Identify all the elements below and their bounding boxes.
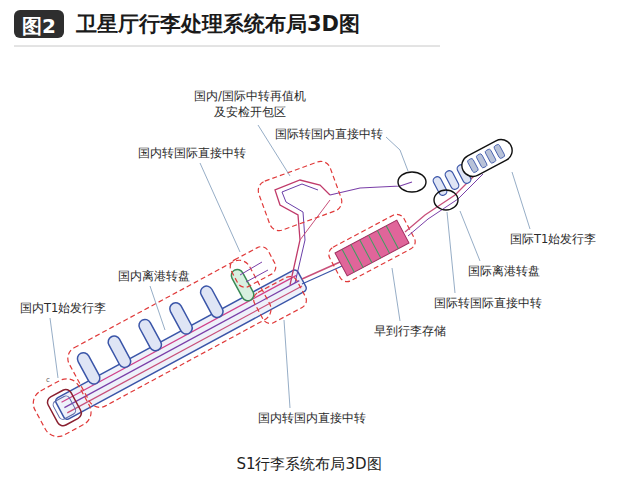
callout-label: 国内离港转盘: [118, 268, 190, 284]
region-outline: [64, 256, 276, 412]
domestic-strip: [18, 237, 314, 442]
intl-t1: [458, 136, 516, 181]
callout-label: 国内转国际直接中转: [138, 145, 246, 161]
carousel: [432, 175, 448, 196]
callout-label: 国内/国际中转再值机 及安检开包区: [180, 88, 320, 120]
leader-line: [150, 286, 165, 330]
figure-title: 卫星厅行李处理系统布局3D图: [76, 10, 360, 38]
belt-line: [64, 281, 299, 408]
callout-label: 国内转国内直接中转: [258, 410, 366, 426]
leader-line: [447, 212, 455, 293]
callout-label: c: [46, 376, 50, 386]
region-outline: [434, 190, 458, 210]
callout-label: 国内T1始发行李: [20, 300, 106, 316]
carousel: [75, 351, 102, 387]
figure-caption: S1行李系统布局3D图: [0, 455, 618, 474]
leader-line: [460, 211, 480, 261]
region-outline: [326, 212, 418, 285]
carousel: [444, 169, 460, 190]
region-outline: [227, 244, 278, 290]
leader-line: [392, 268, 400, 321]
carousel: [137, 317, 164, 353]
leader-line: [200, 163, 240, 252]
carousel: [106, 334, 133, 370]
leader-lines: [50, 125, 530, 408]
leader-line: [512, 172, 530, 229]
title-rule: [14, 46, 440, 47]
transfer-line: [282, 184, 318, 283]
region-outline: [398, 172, 426, 192]
carousel: [476, 153, 488, 168]
checkin-loop: [52, 395, 77, 421]
carousel: [485, 149, 497, 164]
badge-text: 图2: [22, 14, 56, 38]
callout-label: 国际转国际直接中转: [434, 295, 542, 311]
transfer-line: [300, 200, 330, 240]
belt-outline: [54, 269, 307, 421]
corridor-line: [408, 174, 483, 236]
leader-line: [50, 318, 58, 378]
transfer-line: [275, 180, 330, 285]
leader-line: [284, 320, 290, 408]
storage-block: [335, 220, 409, 276]
corridor-line: [302, 262, 340, 279]
callout-label: 国际离港转盘: [468, 263, 540, 279]
storage: [326, 212, 418, 285]
callout-label: 国际转国内直接中转: [275, 126, 383, 142]
callout-label: 国际T1始发行李: [510, 231, 596, 247]
storage-stripes: [342, 226, 398, 272]
carousel: [198, 284, 225, 320]
checkin-loop: [45, 387, 83, 428]
carousel: [493, 144, 505, 159]
region-outline: [28, 374, 96, 442]
figure-badge: 图2: [14, 10, 64, 38]
leader-line: [386, 137, 408, 171]
belt-line: [240, 262, 268, 282]
transfer-line: [330, 182, 412, 195]
region-outline: [458, 136, 516, 181]
carousel: [229, 267, 256, 303]
region-outline: [255, 159, 344, 234]
callout-label: 早到行李存储: [374, 323, 446, 339]
carousel: [168, 301, 195, 337]
carousel: [467, 158, 479, 173]
corridor-line: [302, 266, 342, 284]
belt-line: [62, 275, 297, 402]
region-outline: [251, 274, 309, 327]
